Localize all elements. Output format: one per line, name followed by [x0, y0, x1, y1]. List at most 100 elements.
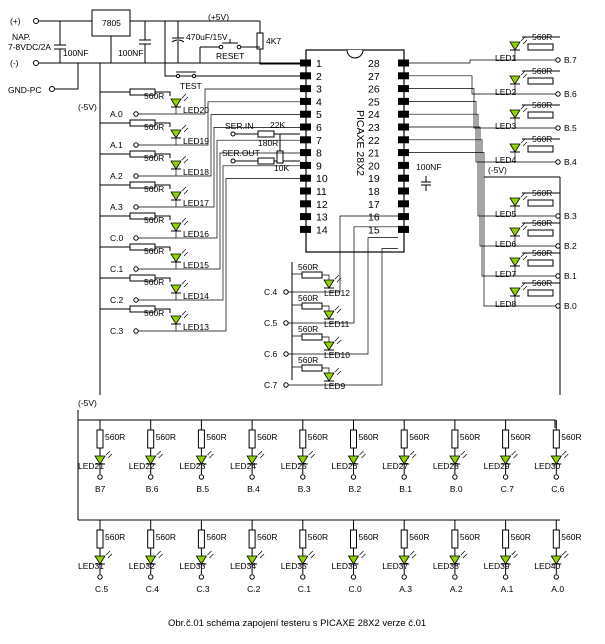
row1-led-3-symbol [246, 450, 265, 465]
right-port-label: B.4 [564, 157, 577, 167]
left-port-label: C.3 [110, 326, 124, 336]
right-led-2-symbol [509, 104, 528, 119]
row1-port-terminal [198, 474, 205, 480]
left-resistor-label: 560R [144, 122, 164, 132]
left-led-label: LED18 [183, 167, 209, 177]
row2-port-terminal [198, 574, 205, 580]
mid-port-label: C.4 [264, 287, 278, 297]
mid-led-label: LED11 [324, 319, 350, 329]
row1-resistor-label: 560R [206, 432, 226, 442]
ic-pin-label: 6 [316, 122, 322, 134]
row1-port-terminal [300, 474, 306, 480]
row2-resistor-label: 560R [511, 532, 531, 542]
ic-pin-label: 16 [368, 212, 380, 224]
left-led-label: LED14 [183, 291, 209, 301]
mid-port-terminal [283, 382, 289, 388]
left-resistor-label: 560R [144, 246, 164, 256]
right-led-3-symbol [509, 138, 528, 153]
bottom-row-1: 560RLED21B7560RLED22B.6560RLED23B.5560RL… [78, 420, 582, 494]
ic-pin-label: 14 [316, 224, 328, 236]
cap-in-label: 100NF [63, 48, 89, 58]
row1-resistor-label: 560R [359, 432, 379, 442]
row2-port-terminal [350, 574, 357, 580]
row2-led-label: LED32 [129, 561, 155, 571]
ic-body [305, 49, 405, 253]
right-led-label: LED5 [495, 209, 517, 219]
left-port-label: C.0 [110, 233, 124, 243]
row2-led-3-symbol [246, 550, 265, 565]
ic-pin-label: 22 [368, 135, 380, 147]
row1-led-label: LED22 [129, 461, 155, 471]
ic-pin-right-19 [398, 174, 409, 182]
mid-led-label: LED10 [324, 350, 350, 360]
row2-port-label: C.3 [196, 584, 210, 594]
row2-port-label: A.0 [551, 584, 564, 594]
mid-resistor-label: 560R [298, 324, 318, 334]
right-resistor-label: 560R [532, 248, 552, 258]
left-port-terminal [133, 266, 139, 272]
row1-port-label: B.4 [247, 484, 260, 494]
row2-port-label: A.2 [450, 584, 463, 594]
right-port-terminal [555, 57, 561, 63]
ic-pin-right-23 [398, 123, 409, 131]
row1-port-label: B.2 [349, 484, 362, 494]
row2-led-label: LED38 [433, 561, 459, 571]
row1-port-terminal [553, 474, 559, 480]
ic-name: PICAXE 28X2 [354, 110, 366, 176]
ic-pin-label: 23 [368, 122, 380, 134]
row1-port-label: B.3 [298, 484, 311, 494]
ic-pin-left-2 [300, 72, 311, 80]
row2-led-label: LED34 [230, 561, 256, 571]
ic-pin-left-4 [300, 97, 311, 105]
row1-resistor-label: 560R [409, 432, 429, 442]
row1-port-terminal [148, 474, 154, 480]
row1-minus5v-label: (-5V) [78, 398, 97, 408]
power-nap-label: NAP. [12, 32, 31, 42]
row2-port-label: C.4 [146, 584, 160, 594]
left-port-label: A.1 [110, 140, 123, 150]
row1-port-label: B7 [95, 484, 106, 494]
row2-port-terminal [553, 574, 559, 580]
mid-led-3-symbol [323, 367, 342, 382]
right-led-label: LED1 [495, 53, 517, 63]
mid-led-1-symbol [323, 305, 342, 320]
ic-pin-label: 21 [368, 148, 380, 160]
row2-port-terminal [452, 574, 458, 580]
left-port-terminal [133, 111, 139, 117]
row2-led-label: LED36 [332, 561, 358, 571]
row1-led-label: LED27 [382, 461, 408, 471]
row1-port-terminal [401, 474, 407, 480]
left-port-terminal [133, 328, 139, 334]
ic-pin-label: 4 [316, 96, 322, 108]
row1-resistor-label: 560R [511, 432, 531, 442]
mid-resistor-label: 560R [298, 355, 318, 365]
left-port-label: A.0 [110, 109, 123, 119]
row1-port-label: B.0 [450, 484, 463, 494]
right-port-label: B.6 [564, 89, 577, 99]
right-led-label: LED7 [495, 269, 517, 279]
left-port-terminal [133, 173, 139, 179]
ic-pin-label: 10 [316, 173, 328, 185]
left-led-6-symbol [170, 279, 189, 294]
power-supply: (+) (-) NAP. 7-8VDC/2A GND-PC 7805 100NF… [8, 9, 300, 395]
right-led-7-symbol [509, 282, 528, 297]
bottom-row-2: 560RLED31C.5560RLED32C.4560RLED33C.3560R… [78, 520, 582, 594]
ic-pin-label: 24 [368, 109, 380, 121]
left-led-label: LED15 [183, 260, 209, 270]
mid-port-label: C.5 [264, 318, 278, 328]
row1-resistor-label: 560R [460, 432, 480, 442]
row2-port-label: C.2 [247, 584, 261, 594]
ic-pin-label: 15 [368, 224, 380, 236]
row1-resistor-label: 560R [156, 432, 176, 442]
ic-pin-label: 26 [368, 84, 380, 96]
